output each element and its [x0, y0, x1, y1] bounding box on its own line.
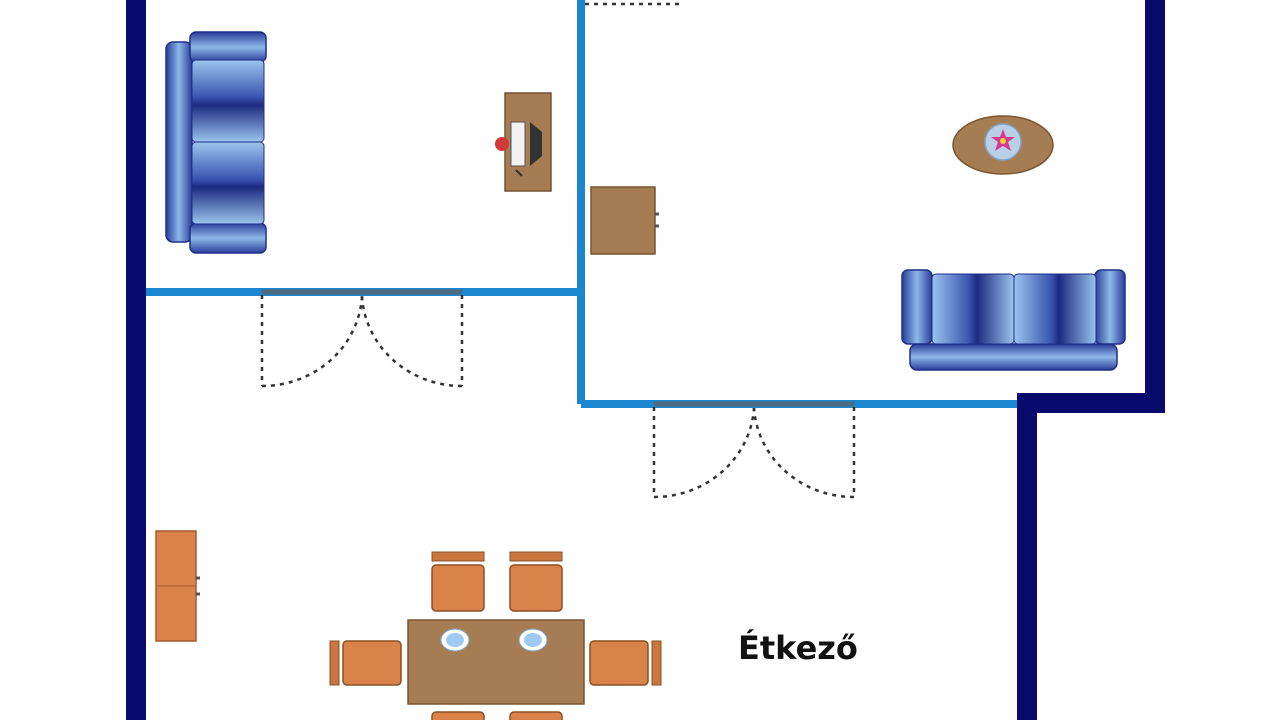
chair-icon	[509, 551, 563, 612]
inner-walls	[146, 0, 1017, 408]
chair-icon	[589, 640, 662, 686]
dining-table-icon	[407, 619, 585, 705]
chair-icon	[509, 711, 563, 720]
chair-icon	[431, 551, 485, 612]
double-door-left	[260, 295, 464, 388]
sofa-icon	[165, 31, 267, 254]
chair-icon	[329, 640, 402, 686]
double-door-middle	[652, 407, 856, 499]
outer-walls	[126, 0, 1165, 720]
cabinet-icon	[590, 186, 659, 255]
sofa-icon	[901, 269, 1126, 371]
coffee-table-icon	[952, 115, 1054, 175]
sideboard-icon	[155, 530, 200, 642]
door-sills	[262, 289, 854, 407]
room-label-dining: Étkező	[738, 629, 858, 667]
chair-icon	[431, 711, 485, 720]
desk-icon	[495, 92, 552, 192]
